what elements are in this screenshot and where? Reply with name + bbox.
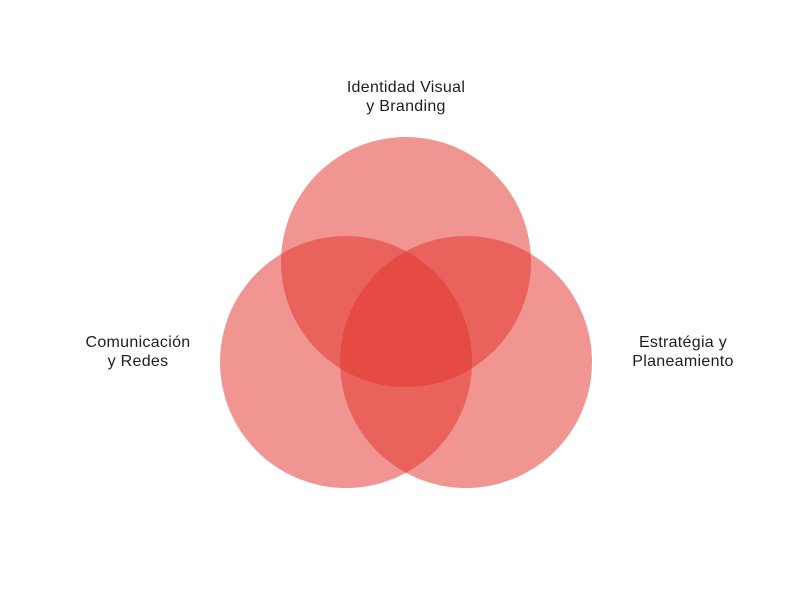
- label-identidad-visual-line2: y Branding: [366, 98, 446, 115]
- label-estrategia: Estratégia y Planeamiento: [598, 333, 768, 371]
- label-identidad-visual-line1: Identidad Visual: [346, 79, 466, 96]
- circle-estrategia: [340, 236, 592, 488]
- label-comunicacion-line2: y Redes: [107, 353, 169, 370]
- label-identidad-visual: Identidad Visual y Branding: [306, 78, 506, 116]
- label-estrategia-line2: Planeamiento: [632, 353, 734, 370]
- label-comunicacion-line1: Comunicación: [85, 334, 191, 351]
- label-comunicacion: Comunicación y Redes: [58, 333, 218, 371]
- label-estrategia-line1: Estratégia y: [638, 334, 728, 351]
